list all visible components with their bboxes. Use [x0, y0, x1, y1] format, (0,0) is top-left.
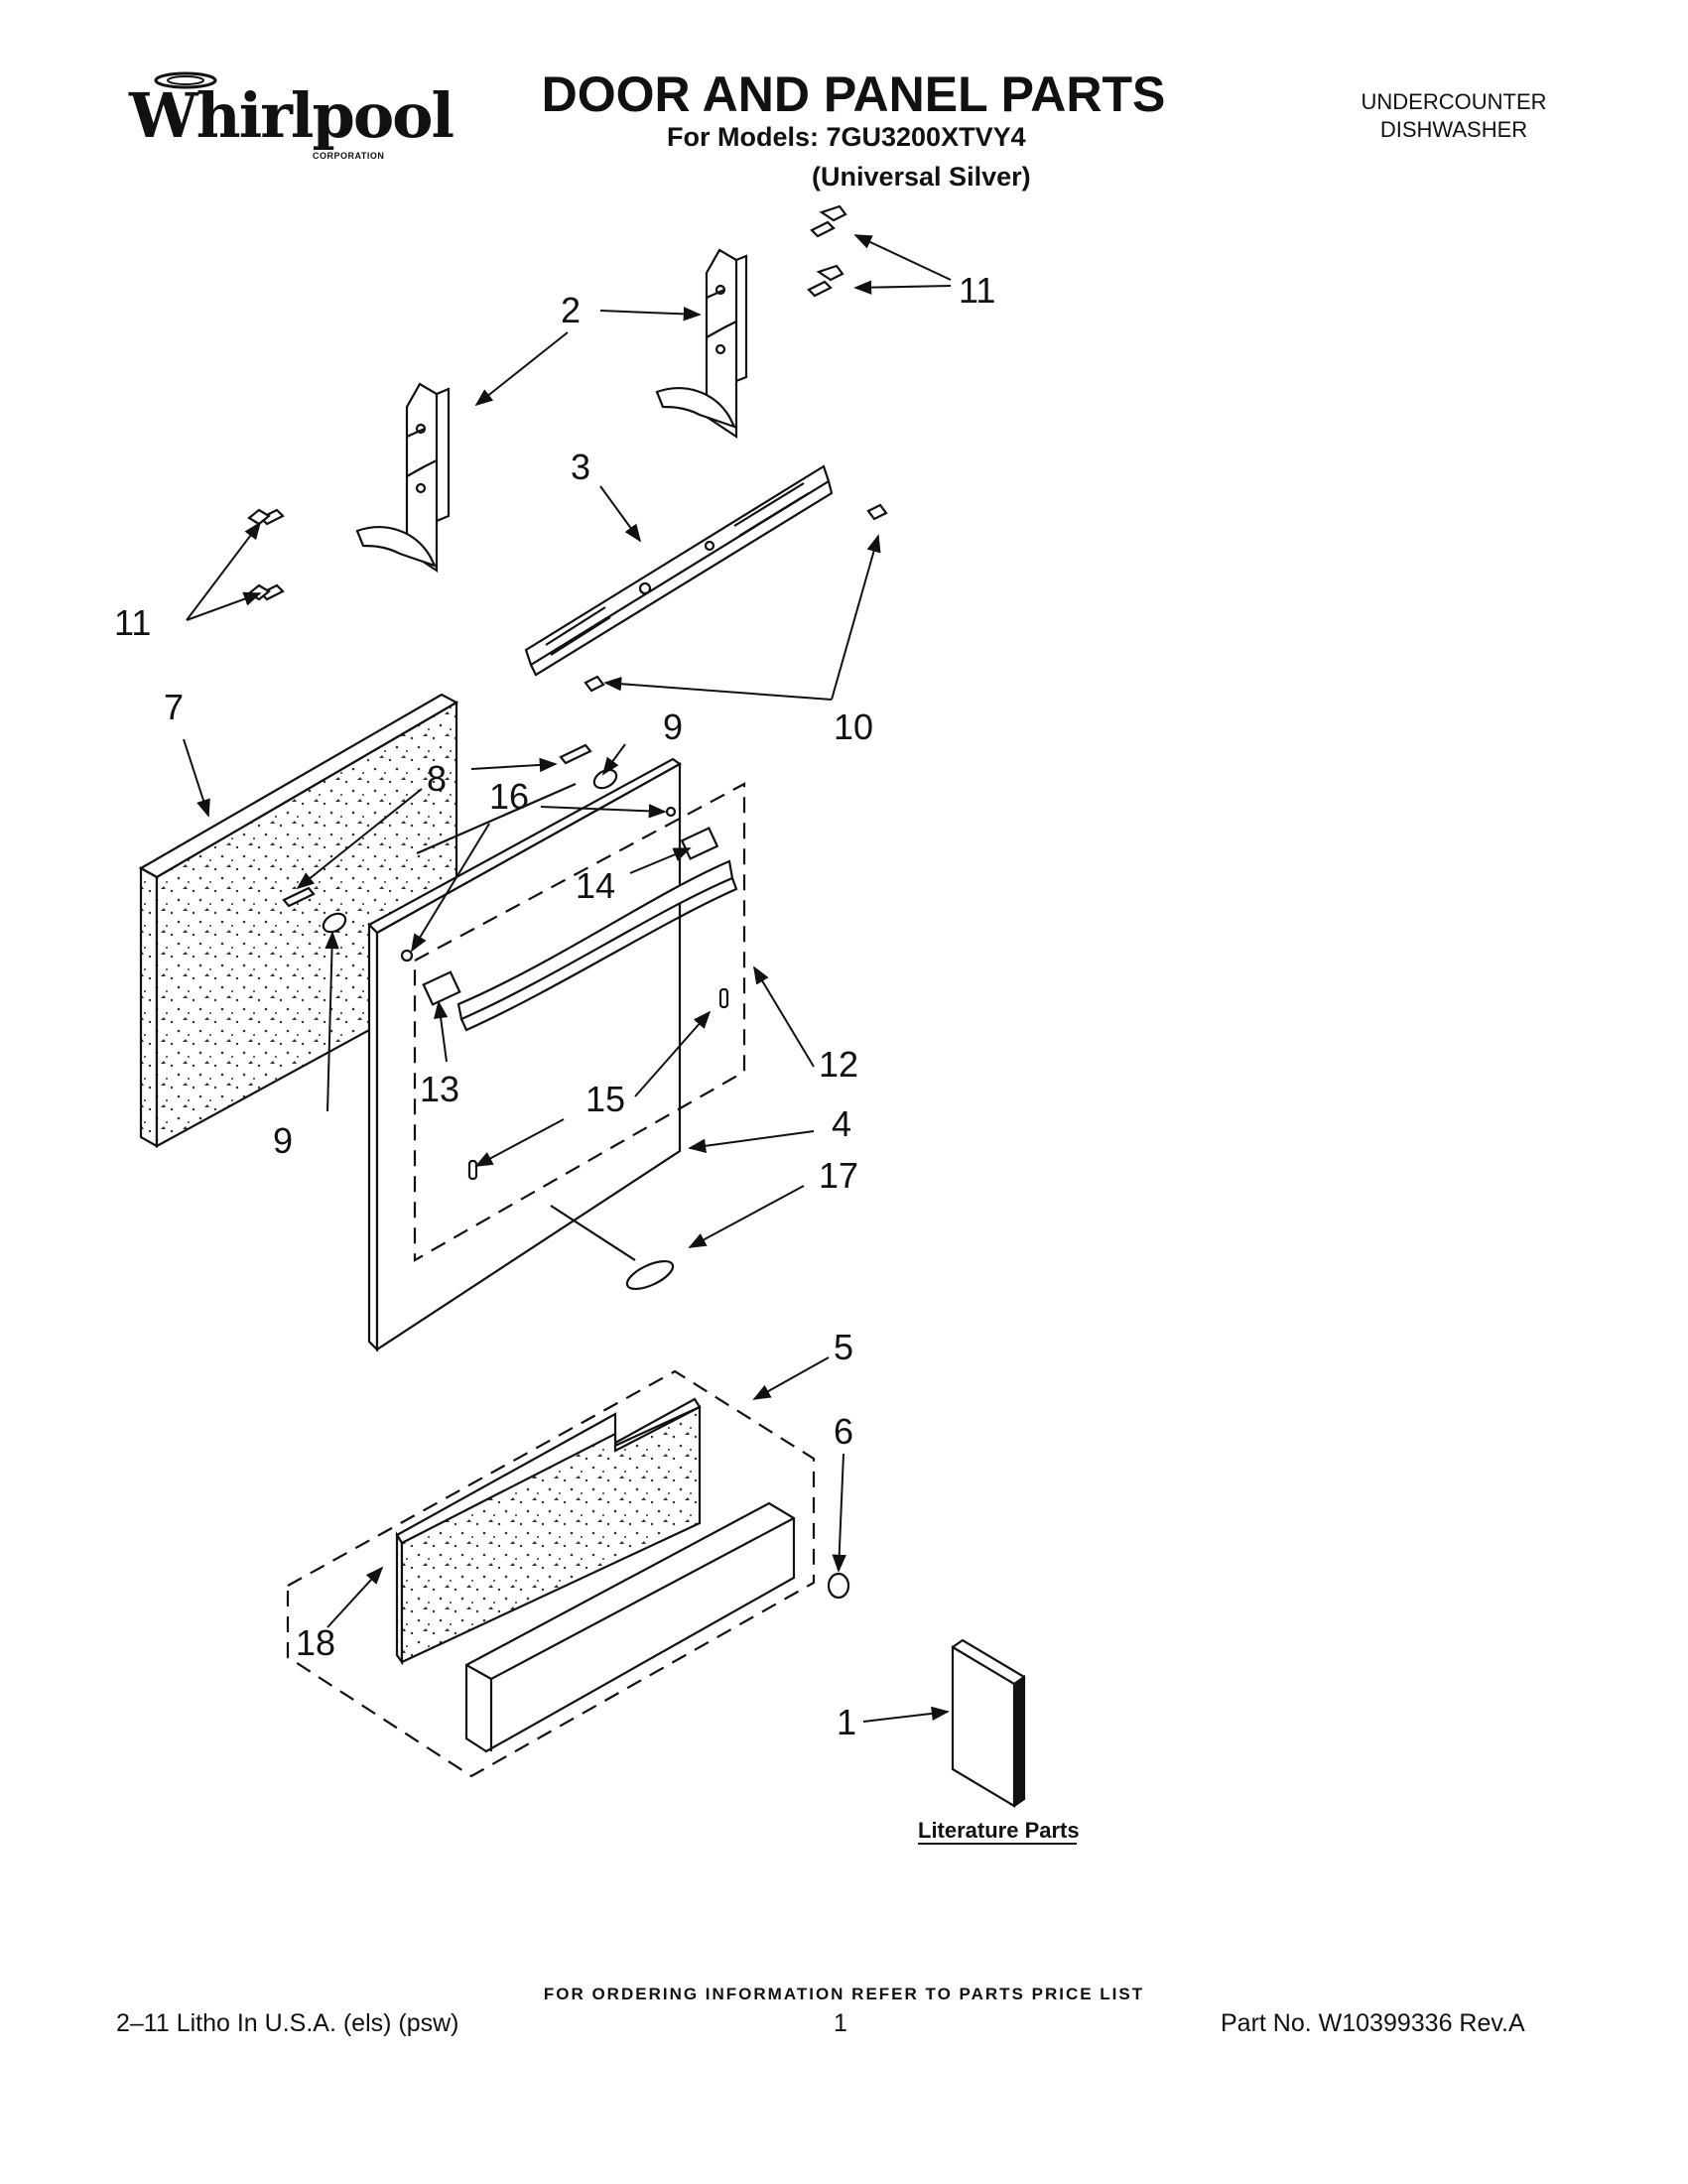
leader-lines	[183, 234, 952, 1723]
callout-2: 2	[561, 290, 581, 330]
finish-line: (Universal Silver)	[812, 162, 1031, 192]
ordering-note: FOR ORDERING INFORMATION REFER TO PARTS …	[543, 1985, 1145, 2003]
callout-1: 1	[837, 1702, 856, 1742]
whirlpool-logo: Whirlpool CORPORATION	[129, 69, 454, 179]
page-number: 1	[834, 2009, 847, 2037]
callout-10: 10	[834, 707, 873, 747]
screw-8a	[559, 743, 592, 765]
washer-9b	[322, 912, 347, 934]
logo-wordmark: Whirlpool	[129, 79, 454, 152]
part-number: Part No. W10399336 Rev.A	[1221, 2009, 1525, 2037]
callout-14: 14	[576, 865, 615, 906]
callout-17: 17	[819, 1155, 858, 1196]
toe-insulation	[395, 1397, 702, 1666]
door-outer-panel	[367, 757, 683, 1352]
callout-18: 18	[296, 1622, 335, 1663]
literature-booklet	[951, 1638, 1026, 1808]
callout-8: 8	[427, 758, 447, 799]
callout-9-left: 9	[273, 1120, 293, 1161]
page-title: DOOR AND PANEL PARTS	[541, 66, 1166, 122]
callout-15: 15	[585, 1079, 625, 1119]
callout-7: 7	[164, 687, 184, 727]
screw-16b	[665, 806, 677, 818]
toe-panel	[464, 1501, 796, 1753]
callout-6: 6	[834, 1411, 853, 1452]
screw-6	[827, 1572, 850, 1600]
mounting-bracket-right	[655, 248, 748, 440]
pin-15a	[718, 987, 729, 1009]
litho-info: 2–11 Litho In U.S.A. (els) (psw)	[116, 2009, 459, 2037]
handle-kit-outline	[413, 782, 746, 1262]
toe-panel-kit-outline	[286, 1369, 816, 1778]
callout-13: 13	[420, 1069, 459, 1109]
literature-parts-label: Literature Parts	[918, 1818, 1080, 1843]
callout-5: 5	[834, 1327, 853, 1367]
callout-3: 3	[571, 447, 590, 487]
mounting-bracket-left	[355, 382, 451, 574]
category-line-1: UNDERCOUNTER	[1361, 89, 1547, 114]
pin-15b	[467, 1159, 478, 1181]
screw-8b	[282, 886, 316, 908]
callout-4: 4	[832, 1103, 851, 1144]
mounting-rail	[524, 464, 888, 693]
logo-corporation: CORPORATION	[313, 151, 385, 161]
callout-9-top: 9	[663, 707, 683, 747]
callout-12: 12	[819, 1044, 858, 1085]
insulation-panel	[138, 693, 459, 1148]
callout-11-left: 11	[114, 602, 151, 643]
badge	[625, 1259, 675, 1291]
models-line: For Models: 7GU3200XTVY4	[667, 122, 1026, 152]
category-line-2: DISHWASHER	[1379, 117, 1528, 142]
logo-swoosh-icon	[154, 71, 217, 89]
callout-11-top: 11	[959, 270, 995, 311]
callout-16: 16	[489, 776, 529, 817]
screw-16a	[400, 949, 414, 963]
